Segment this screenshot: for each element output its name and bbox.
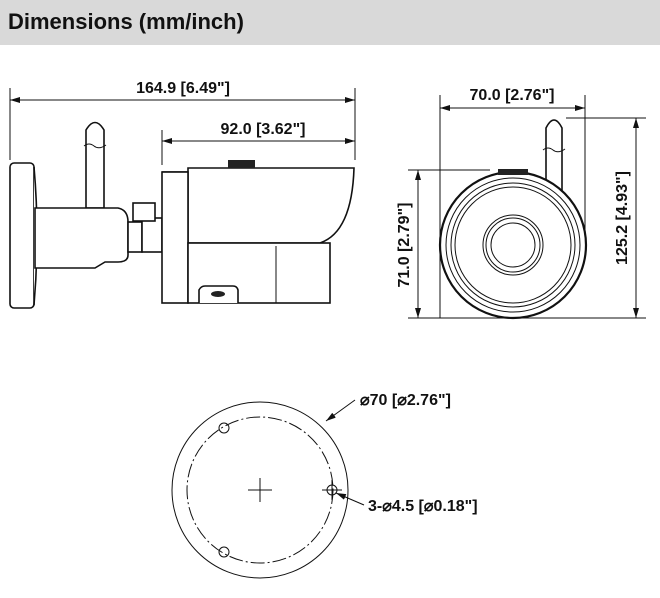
body-height-label: 71.0 [2.79"] xyxy=(396,203,413,288)
width-dimension: 70.0 [2.76"] xyxy=(439,87,586,318)
body-length-label: 92.0 [3.62"] xyxy=(221,121,306,138)
camera-side-drawing xyxy=(9,121,355,309)
width-label: 70.0 [2.76"] xyxy=(470,87,555,104)
total-height-dimension: 125.2 [4.93"] xyxy=(408,117,646,319)
section-header: Dimensions (mm/inch) xyxy=(0,0,660,45)
base-view: ⌀70 [⌀2.76"] 3-⌀4.5 [⌀0.18"] xyxy=(171,392,478,579)
body-height-dimension: 71.0 [2.79"] xyxy=(396,169,490,318)
mount-holes-label: 3-⌀4.5 [⌀0.18"] xyxy=(368,498,478,515)
mount-hole xyxy=(218,422,230,434)
camera-front-drawing xyxy=(438,119,588,320)
front-view: 70.0 [2.76"] 71.0 [2.79"] 125.2 [4.93"] xyxy=(396,87,646,320)
section-title: Dimensions (mm/inch) xyxy=(8,9,244,34)
center-mark xyxy=(248,478,272,502)
side-view: 164.9 [6.49"] 92.0 [3.62"] xyxy=(9,80,356,309)
base-diameter-label: ⌀70 [⌀2.76"] xyxy=(360,392,451,409)
body-length-dimension: 92.0 [3.62"] xyxy=(161,121,355,165)
mount-hole xyxy=(218,546,230,558)
overall-length-label: 164.9 [6.49"] xyxy=(136,80,230,97)
overall-length-dimension: 164.9 [6.49"] xyxy=(9,80,356,160)
total-height-label: 125.2 [4.93"] xyxy=(614,171,631,265)
